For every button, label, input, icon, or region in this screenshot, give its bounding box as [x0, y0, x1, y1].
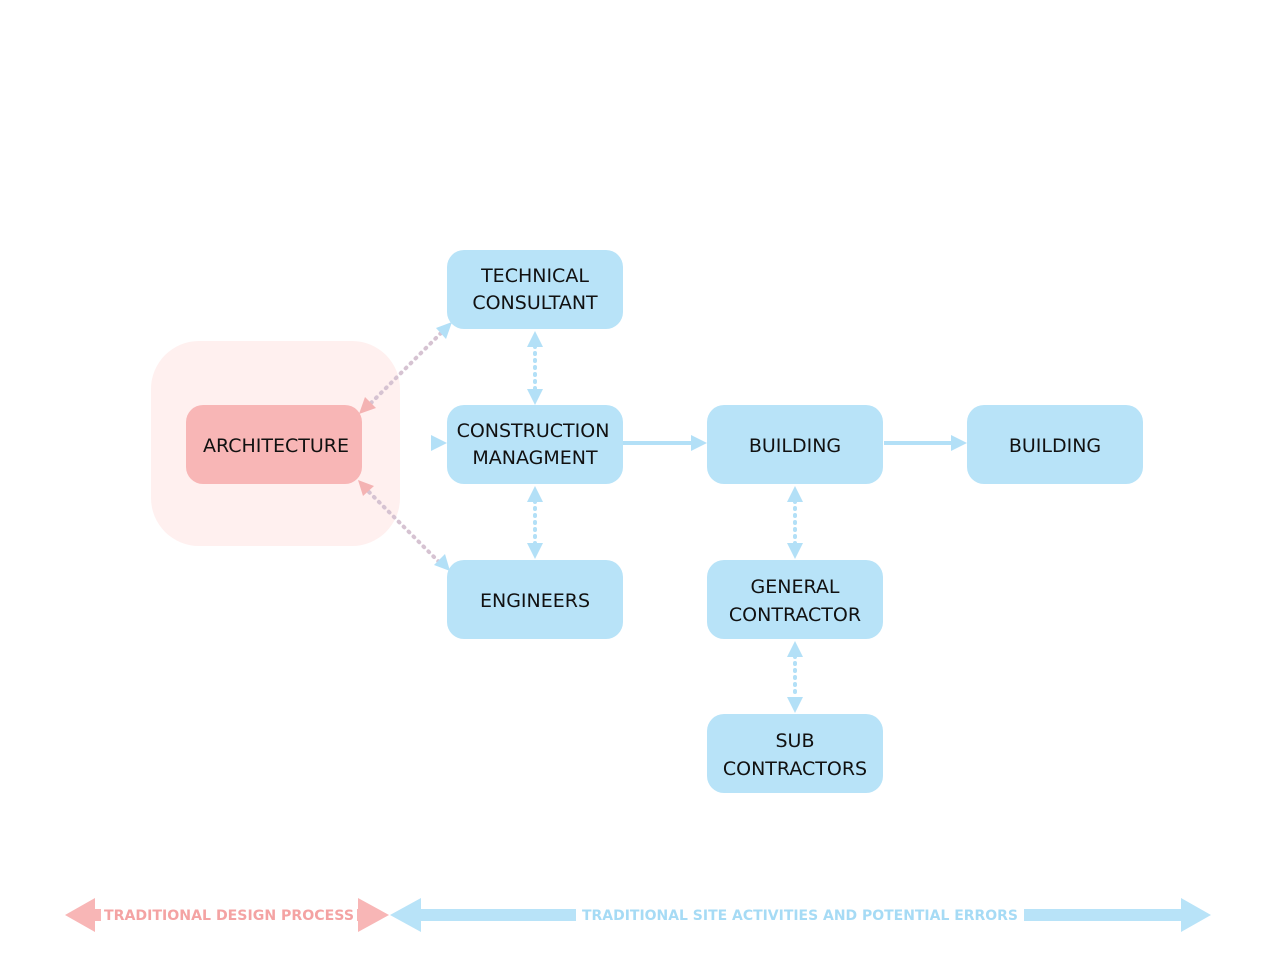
- arch-tc-dotted-connector: [369, 331, 443, 405]
- site-activities-label-bg: [576, 906, 1024, 924]
- node-building-2-label: BUILDING: [1009, 435, 1101, 457]
- node-architecture: ARCHITECTURE: [186, 405, 362, 484]
- building-to-building-arrowhead: [951, 435, 967, 451]
- node-engineers: ENGINEERS: [447, 560, 623, 639]
- arch-eng-arrowhead-eng: [434, 554, 450, 571]
- arch-tc-arrowhead-arch: [359, 397, 376, 414]
- design-process-arrowhead-left: [65, 898, 95, 932]
- node-general-contractor-label-line-1: GENERAL: [751, 576, 840, 598]
- node-building-1: BUILDING: [707, 405, 883, 484]
- arch-tc-arrowhead-tc: [436, 322, 452, 339]
- tc-cm-arrowhead-down: [527, 389, 543, 405]
- node-building-1-label: BUILDING: [749, 435, 841, 457]
- site-activities-bar: TRADITIONAL SITE ACTIVITIES AND POTENTIA…: [390, 898, 1211, 932]
- building-gc-arrowhead-up: [787, 486, 803, 502]
- tc-cm-arrowhead-up: [527, 331, 543, 347]
- node-building-2: BUILDING: [967, 405, 1143, 484]
- node-sub-contractors-label-line-2: CONTRACTORS: [723, 758, 867, 780]
- cm-eng-arrowhead-down: [527, 543, 543, 559]
- node-engineers-label: ENGINEERS: [480, 590, 590, 612]
- node-construction-management: CONSTRUCTION MANAGMENT: [447, 405, 623, 484]
- cm-to-building-arrowhead: [691, 435, 707, 451]
- node-technical-consultant: TECHNICAL CONSULTANT: [447, 250, 623, 329]
- node-sub-contractors: SUB CONTRACTORS: [707, 714, 883, 793]
- gc-sub-arrowhead-down: [787, 697, 803, 713]
- node-architecture-label: ARCHITECTURE: [203, 435, 349, 457]
- node-construction-management-label-line-2: MANAGMENT: [472, 447, 598, 469]
- design-process-bar: TRADITIONAL DESIGN PROCESS: [65, 898, 389, 932]
- design-process-label: TRADITIONAL DESIGN PROCESS: [104, 908, 354, 924]
- building-gc-arrowhead-down: [787, 543, 803, 559]
- arch-eng-arrowhead-arch: [358, 480, 374, 496]
- arch-eng-dotted-connector: [367, 490, 441, 564]
- gc-sub-arrowhead-up: [787, 641, 803, 657]
- site-activities-arrowhead-right: [1181, 898, 1211, 932]
- node-general-contractor: GENERAL CONTRACTOR: [707, 560, 883, 639]
- connectors: [358, 322, 967, 713]
- site-activities-arrowhead-left: [390, 898, 421, 932]
- node-sub-contractors-label-line-1: SUB: [775, 730, 814, 752]
- node-technical-consultant-label-line-2: CONSULTANT: [472, 292, 598, 314]
- node-technical-consultant-label-line-1: TECHNICAL: [480, 265, 589, 287]
- design-process-arrowhead-right: [358, 898, 389, 932]
- timeline: TRADITIONAL DESIGN PROCESS TRADITIONAL S…: [65, 898, 1211, 932]
- cm-eng-arrowhead-up: [527, 486, 543, 502]
- site-activities-label: TRADITIONAL SITE ACTIVITIES AND POTENTIA…: [582, 908, 1018, 924]
- node-construction-management-label-line-1: CONSTRUCTION: [457, 420, 610, 442]
- design-process-label-bg: [101, 906, 357, 924]
- arch-to-cm-arrowhead: [431, 435, 447, 451]
- node-general-contractor-label-line-2: CONTRACTOR: [729, 604, 861, 626]
